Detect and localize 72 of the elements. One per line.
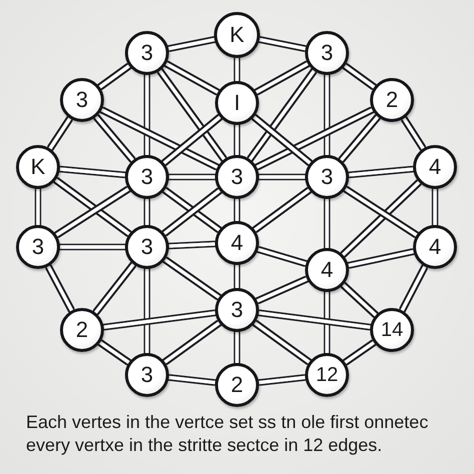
graph-edge [258, 311, 370, 329]
graph-edge [258, 248, 306, 266]
graph-edge [254, 322, 310, 364]
graph-edge [348, 250, 414, 268]
graph-vertex: 4 [215, 221, 259, 265]
graph-vertex: K [214, 12, 260, 58]
graph-vertex: 2 [215, 363, 259, 407]
graph-edge [348, 167, 414, 177]
graph-edge [256, 277, 308, 303]
graph-vertex: 4 [413, 225, 457, 269]
graph-vertex: K [16, 145, 60, 189]
graph-edge [340, 116, 380, 162]
graph-edge [259, 175, 305, 179]
graph-vertex: 3 [16, 225, 60, 269]
graph-edge [342, 180, 420, 256]
graph-edge [325, 199, 329, 248]
graph-vertex: 2 [60, 308, 104, 352]
graph-edge [158, 70, 226, 160]
graph-edge [325, 292, 329, 353]
graph-vertex: 3 [215, 155, 259, 199]
graph-edge [168, 242, 216, 248]
graph-edge [145, 199, 149, 225]
graph-edge [145, 269, 149, 353]
graph-edge [168, 38, 216, 50]
graph-edge [400, 266, 426, 312]
graph-vertex: 14 [370, 308, 414, 352]
graph-edge [164, 322, 220, 364]
graph-edge [54, 178, 130, 236]
graph-vertex: 3 [215, 288, 259, 332]
graph-vertex: 3 [125, 225, 169, 269]
graph-vertex: 3 [125, 155, 169, 199]
graph-vertex: 3 [305, 155, 349, 199]
graph-vertex: 3 [60, 78, 104, 122]
graph-edge [235, 57, 239, 81]
graph-edge [164, 258, 220, 299]
graph-vertex: 4 [413, 145, 457, 189]
graph-edge [255, 62, 309, 94]
graph-edge [100, 108, 218, 169]
graph-edge [60, 245, 125, 249]
graph-edge [165, 62, 219, 94]
graph-vertex: 4 [305, 248, 349, 292]
graph-edge [94, 263, 135, 314]
graph-edge [145, 75, 149, 155]
graph-edge [252, 116, 312, 164]
graph-edge [235, 125, 239, 155]
graph-edge [162, 116, 222, 164]
graph-edge [99, 341, 130, 364]
graph-edge [98, 64, 130, 88]
graph-edge [235, 199, 239, 221]
graph-vertex: 3 [125, 353, 169, 397]
graph-vertex: 2 [370, 78, 414, 122]
graph-edge [235, 265, 239, 288]
graph-edge [36, 189, 40, 225]
graph-vertex: I [215, 81, 259, 125]
graph-edge [344, 188, 418, 236]
graph-edge [94, 116, 134, 162]
graph-vertex: 3 [125, 31, 169, 75]
graph-edge [60, 167, 126, 177]
graph-edge [433, 189, 437, 225]
graph-vertex: 12 [305, 353, 349, 397]
graph-edge [254, 188, 310, 232]
graph-edge [256, 108, 374, 169]
graph-edge [104, 311, 216, 329]
caption-text: Each vertes in the vertce set ss tn ole first onnetec every vertxe in the stritte sectce in 12 edges. [26, 411, 430, 457]
graph-edge [342, 284, 377, 316]
graph-edge [325, 75, 329, 155]
graph-edge [56, 187, 130, 237]
graph-vertex: 3 [305, 31, 349, 75]
graph-edge [248, 70, 316, 160]
graph-edge [46, 266, 74, 312]
graph-edge [344, 341, 375, 364]
graph-edge [169, 175, 215, 179]
